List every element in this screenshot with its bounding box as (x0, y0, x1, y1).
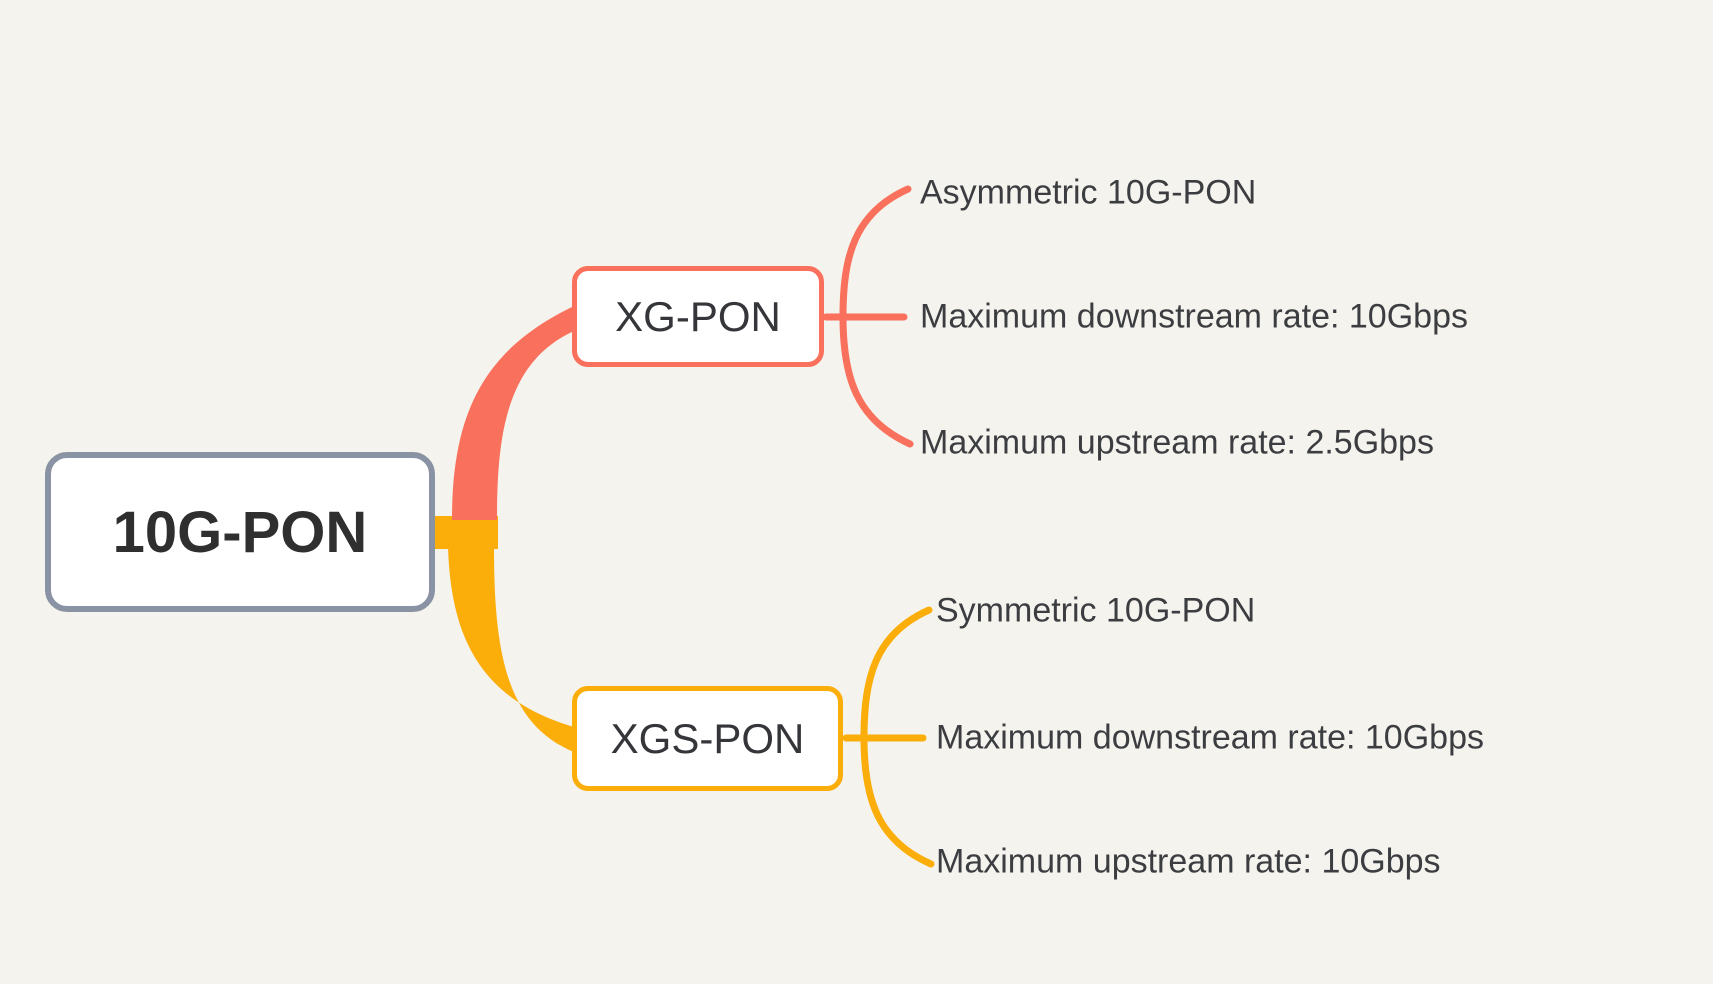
branch-connector-xgs-pon (448, 547, 574, 752)
leaf-topic-xgs-pon-3[interactable]: Maximum upstream rate: 10Gbps (936, 842, 1441, 881)
root-topic-node[interactable]: 10G-PON (45, 452, 435, 612)
branch-topic-node-xgs-pon[interactable]: XGS-PON (572, 686, 843, 791)
leaf-topic-xg-pon-2[interactable]: Maximum downstream rate: 10Gbps (920, 297, 1468, 336)
root-trunk-stub (428, 516, 498, 549)
leaf-topic-xg-pon-1[interactable]: Asymmetric 10G-PON (920, 173, 1257, 212)
leaf-topic-xgs-pon-1[interactable]: Symmetric 10G-PON (936, 591, 1256, 630)
branch-topic-node-xg-pon[interactable]: XG-PON (572, 266, 824, 367)
branch-connector-xg-pon (452, 306, 574, 520)
leaf-topic-xg-pon-3[interactable]: Maximum upstream rate: 2.5Gbps (920, 423, 1434, 462)
leaf-topic-xgs-pon-2[interactable]: Maximum downstream rate: 10Gbps (936, 718, 1484, 757)
